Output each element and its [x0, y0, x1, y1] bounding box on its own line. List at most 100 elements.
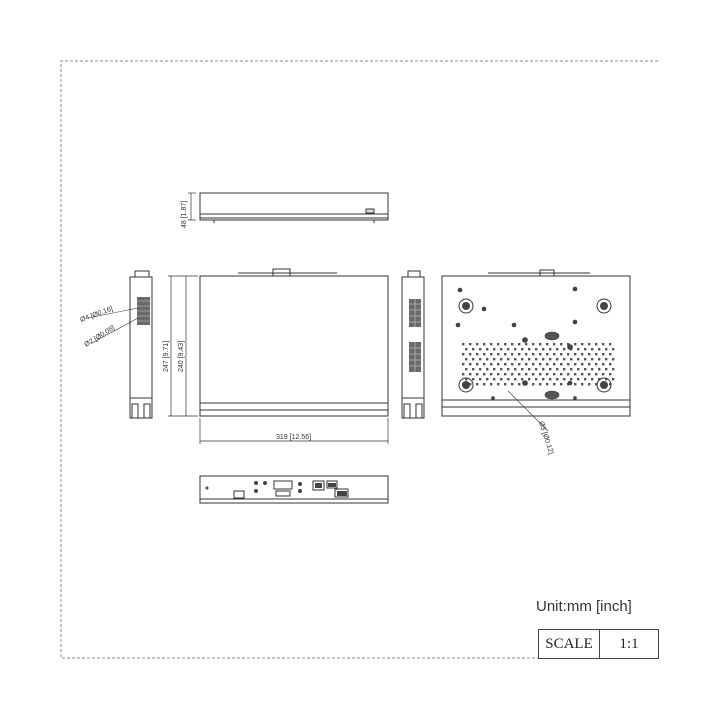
drawing-border [60, 60, 658, 659]
vent-hole [469, 363, 472, 366]
vent-hole [462, 373, 465, 376]
vent-hole [577, 348, 580, 351]
rear-ports [205, 481, 347, 496]
foot [462, 302, 470, 310]
vent-hole [535, 348, 538, 351]
vent-hole [483, 383, 486, 386]
bottom-hole-label: Ø3 [Ø0.12] [537, 420, 554, 455]
vent-hole [500, 378, 503, 381]
vent-hole [476, 383, 479, 386]
vent-hole [574, 343, 577, 346]
hole-inner-label: Ø2 [Ø0.08] [83, 325, 116, 349]
vent-hole [609, 373, 612, 376]
vent-hole [528, 378, 531, 381]
vent-hole [563, 358, 566, 361]
bottom-screws [455, 286, 578, 400]
vent-hole [525, 373, 528, 376]
vent-hole [602, 353, 605, 356]
vent-hole [490, 363, 493, 366]
vent-hole [493, 358, 496, 361]
vent-hole [486, 368, 489, 371]
vent-hole [497, 343, 500, 346]
vent-hole [507, 348, 510, 351]
vent-hole [490, 343, 493, 346]
vent-hole [605, 368, 608, 371]
vent-hole [556, 368, 559, 371]
vent-hole [521, 348, 524, 351]
vent-hole [511, 383, 514, 386]
vent-hole [490, 353, 493, 356]
vent-hole [542, 368, 545, 371]
vent-hole [567, 343, 570, 346]
vent-hole [563, 378, 566, 381]
vent-hole [514, 378, 517, 381]
vent-hole [546, 363, 549, 366]
vent-hole [560, 383, 563, 386]
vent-hole [514, 348, 517, 351]
foot [458, 298, 474, 314]
vent-hole [479, 348, 482, 351]
vent-hole [497, 373, 500, 376]
vent-hole [465, 368, 468, 371]
front-view [199, 192, 389, 223]
vent-hole [521, 358, 524, 361]
vent-hole [497, 383, 500, 386]
top-view-dimensions [168, 275, 389, 444]
vent-hole [465, 348, 468, 351]
vent-hole [563, 368, 566, 371]
vent-hole [595, 353, 598, 356]
vent-hole [595, 373, 598, 376]
vent-hole [602, 363, 605, 366]
vent-hole [549, 348, 552, 351]
vent-hole [486, 348, 489, 351]
scale-label: SCALE [539, 630, 600, 658]
vent-hole [595, 383, 598, 386]
vent-hole [483, 343, 486, 346]
height-dimension [188, 192, 196, 221]
vent-hole [493, 368, 496, 371]
depth-alt-label: 247 [9.71] [163, 341, 170, 372]
vent-hole [518, 363, 521, 366]
vent-hole [469, 373, 472, 376]
vent-hole [546, 373, 549, 376]
vent-hole [553, 343, 556, 346]
vent-hole [591, 348, 594, 351]
vent-hole [511, 363, 514, 366]
vent-hole [469, 353, 472, 356]
vent-hole [525, 363, 528, 366]
vent-hole [570, 358, 573, 361]
vent-hole [507, 368, 510, 371]
vent-hole [567, 363, 570, 366]
vent-hole [539, 373, 542, 376]
vent-hole [549, 358, 552, 361]
vent-hole [493, 378, 496, 381]
vent-hole [514, 358, 517, 361]
vent-hole [609, 353, 612, 356]
vent-hole [581, 383, 584, 386]
vent-hole [511, 353, 514, 356]
hole-leaders [87, 307, 139, 344]
vent-hole [546, 353, 549, 356]
vent-hole [598, 368, 601, 371]
vent-hole [542, 378, 545, 381]
vent-hole [605, 358, 608, 361]
vent-hole [532, 353, 535, 356]
vent-hole [556, 358, 559, 361]
vent-hole [532, 383, 535, 386]
vent-hole [472, 378, 475, 381]
vent-hole [504, 383, 507, 386]
vent-hole [588, 383, 591, 386]
bottom-vent-pattern [462, 343, 615, 386]
foot [596, 377, 612, 393]
vent-hole [497, 353, 500, 356]
vent-hole [483, 353, 486, 356]
vent-hole [490, 373, 493, 376]
vent-hole [581, 353, 584, 356]
rear-view [199, 475, 389, 504]
vent-hole [472, 368, 475, 371]
vent-hole [525, 343, 528, 346]
vent-hole [472, 358, 475, 361]
vent-hole [560, 343, 563, 346]
vent-hole [584, 358, 587, 361]
